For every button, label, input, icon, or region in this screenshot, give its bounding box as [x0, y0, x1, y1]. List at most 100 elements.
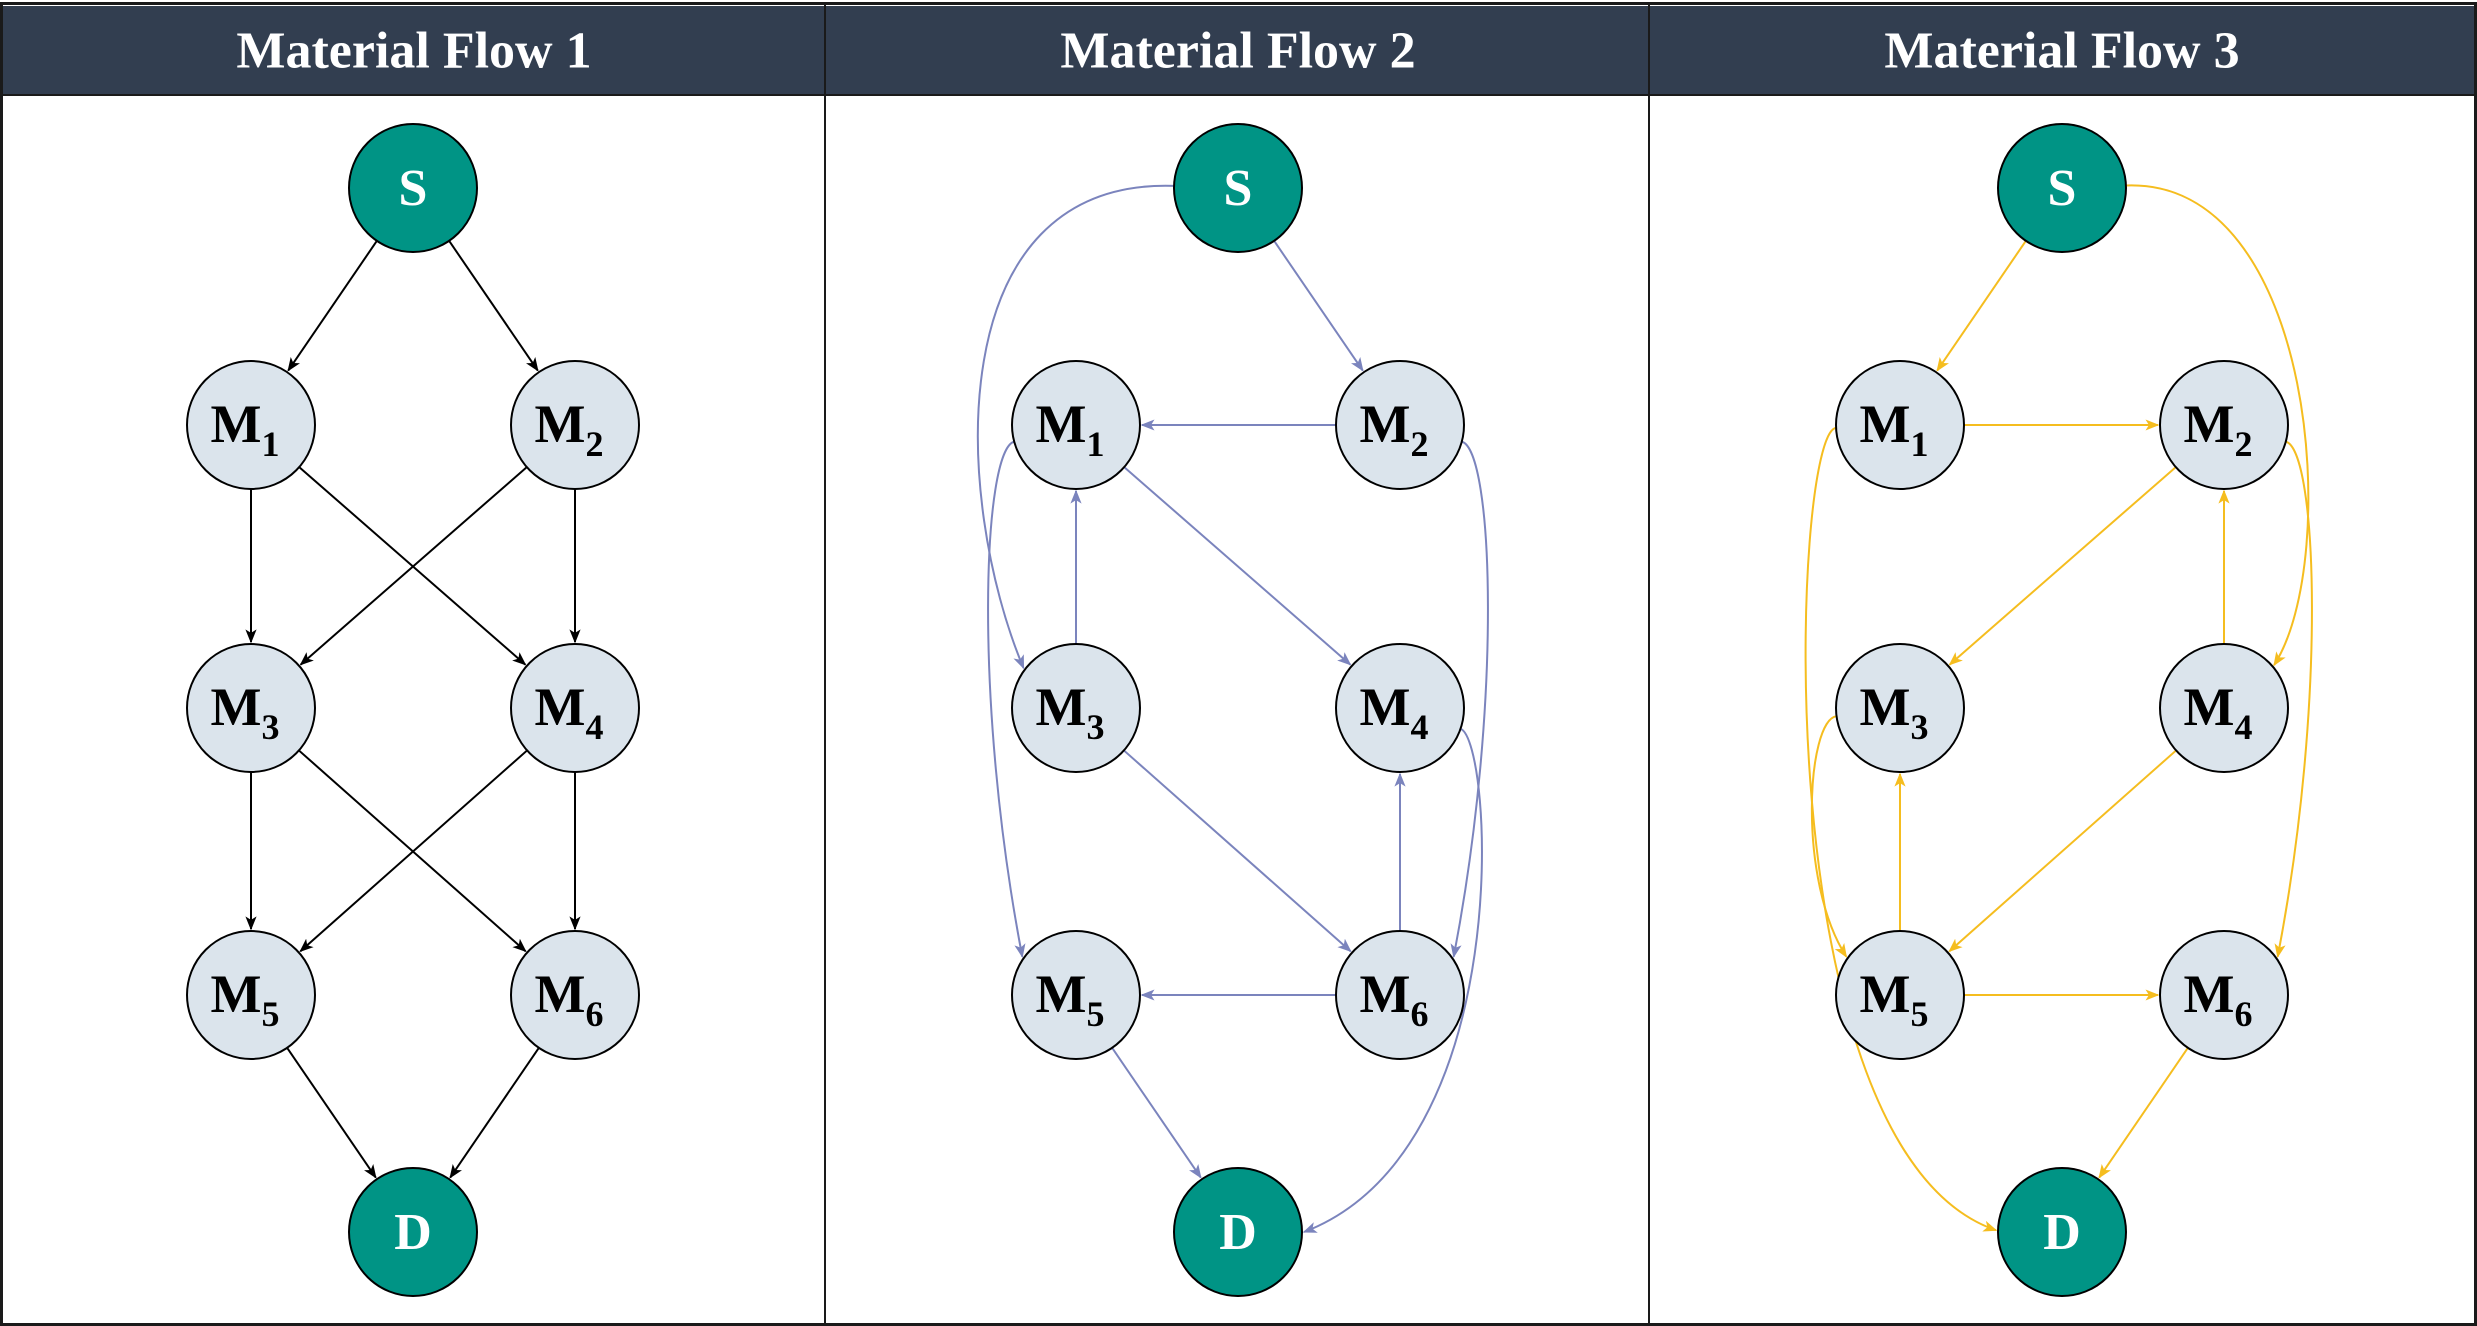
node-d: D	[1997, 1167, 2127, 1297]
node-m1: M1	[1835, 360, 1965, 490]
node-label: M5	[1860, 964, 1929, 1034]
node-m1: M1	[1011, 360, 1141, 490]
edge-s-to-m3	[976, 184, 1175, 670]
edges	[976, 184, 1489, 1233]
node-circle	[1835, 643, 1965, 773]
node-subscript: 4	[585, 707, 603, 747]
panel-title: Material Flow 2	[1060, 23, 1415, 80]
node-m4: M4	[2159, 643, 2289, 773]
node-circle	[1335, 930, 1465, 1060]
node-m3: M3	[1835, 643, 1965, 773]
edge-s-to-m2	[1273, 240, 1364, 372]
node-circle	[2159, 643, 2289, 773]
node-s: S	[348, 123, 478, 253]
node-subscript: 4	[2234, 707, 2252, 747]
node-subscript: 5	[1086, 994, 1104, 1034]
edge-m5-to-d	[1111, 1047, 1202, 1179]
node-subscript: 1	[261, 424, 279, 464]
node-circle	[348, 1167, 478, 1297]
node-m2: M2	[510, 360, 640, 490]
node-circle	[1173, 123, 1303, 253]
node-m5: M5	[1835, 930, 1965, 1060]
node-subscript: 6	[585, 994, 603, 1034]
node-circle	[186, 360, 316, 490]
edge-m2-to-m3	[299, 466, 528, 666]
node-subscript: 2	[585, 424, 603, 464]
node-circle	[1835, 360, 1965, 490]
node-circle	[186, 643, 316, 773]
node-circle	[510, 643, 640, 773]
edge-m1-to-m4	[1123, 466, 1352, 666]
panel-title: Material Flow 3	[1884, 23, 2239, 80]
edge-m4-to-m5	[299, 749, 528, 953]
node-circle	[1011, 360, 1141, 490]
node-m5: M5	[1011, 930, 1141, 1060]
node-circle	[1011, 930, 1141, 1060]
node-m1: M1	[186, 360, 316, 490]
edge-s-to-m1	[1936, 240, 2027, 372]
node-subscript: 3	[261, 707, 279, 747]
node-s: S	[1997, 123, 2127, 253]
node-circle	[348, 123, 478, 253]
edge-s-to-m4	[2125, 184, 2310, 667]
node-s: S	[1173, 123, 1303, 253]
node-m2: M2	[1335, 360, 1465, 490]
edge-m3-to-m5	[1810, 715, 1848, 958]
edge-m4-to-d	[1302, 727, 1483, 1233]
node-subscript: 6	[2234, 994, 2252, 1034]
edge-m3-to-m6	[1123, 749, 1352, 953]
node-label: S	[399, 160, 428, 217]
edge-m4-to-m5	[1948, 749, 2177, 953]
node-m4: M4	[1335, 643, 1465, 773]
edge-m6-to-d	[449, 1047, 540, 1179]
node-circle	[1997, 1167, 2127, 1297]
panel-header	[3, 6, 825, 95]
node-d: D	[1173, 1167, 1303, 1297]
node-label: D	[1219, 1204, 1257, 1261]
node-circle	[510, 360, 640, 490]
node-subscript: 6	[1410, 994, 1428, 1034]
node-label: D	[2043, 1204, 2081, 1261]
node-circle	[1335, 360, 1465, 490]
node-d: D	[348, 1167, 478, 1297]
node-label: S	[1224, 160, 1253, 217]
node-circle	[1997, 123, 2127, 253]
node-subscript: 3	[1910, 707, 1928, 747]
edge-m1-to-m5	[987, 440, 1026, 959]
node-m2: M2	[2159, 360, 2289, 490]
node-circle	[1835, 930, 1965, 1060]
edges	[245, 240, 581, 1179]
node-circle	[1335, 643, 1465, 773]
node-circle	[510, 930, 640, 1060]
node-subscript: 2	[1410, 424, 1428, 464]
edge-m6-to-d	[2098, 1047, 2189, 1179]
node-m6: M6	[2159, 930, 2289, 1060]
node-m5: M5	[186, 930, 316, 1060]
node-m6: M6	[510, 930, 640, 1060]
node-m3: M3	[1011, 643, 1141, 773]
node-subscript: 1	[1910, 424, 1928, 464]
edge-s-to-m1	[287, 240, 378, 372]
node-label: D	[394, 1204, 432, 1261]
panel-title: Material Flow 1	[236, 23, 591, 80]
node-label: M4	[1360, 677, 1429, 747]
node-subscript: 2	[2234, 424, 2252, 464]
edge-m2-to-m6	[1450, 440, 1489, 959]
edge-s-to-m2	[448, 240, 539, 372]
node-subscript: 1	[1086, 424, 1104, 464]
edges	[1804, 184, 2313, 1232]
node-subscript: 5	[261, 994, 279, 1034]
node-label: S	[2048, 160, 2077, 217]
node-circle	[2159, 360, 2289, 490]
node-circle	[2159, 930, 2289, 1060]
edge-m2-to-m6	[2274, 440, 2313, 959]
node-m3: M3	[186, 643, 316, 773]
node-circle	[186, 930, 316, 1060]
node-subscript: 5	[1910, 994, 1928, 1034]
edge-m5-to-d	[286, 1047, 377, 1179]
